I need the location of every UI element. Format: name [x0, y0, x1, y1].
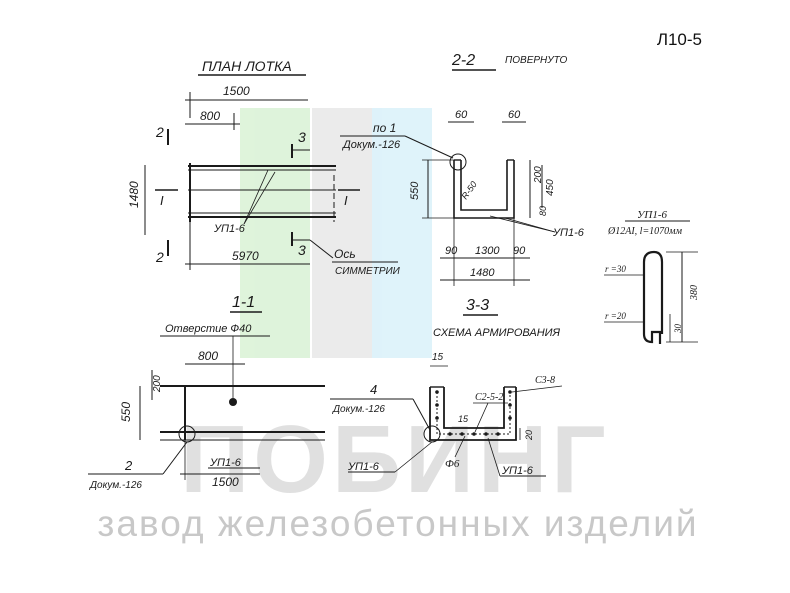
s11-callout-doc: Докум.-126 — [89, 480, 142, 491]
detail-up: УП1-6 Ø12АI, l=1070мм r =30 r =20 380 30 — [604, 209, 700, 344]
detail-up-r30: r =30 — [605, 264, 626, 274]
s22-dim-1300: 1300 — [475, 245, 500, 257]
s22-dim-450: 450 — [545, 179, 556, 196]
watermark-brand: ПОБИНГ — [180, 406, 609, 513]
section-1-1-title: 1-1 — [232, 294, 255, 311]
s22-dim-60-right: 60 — [508, 109, 521, 121]
s33-label-f6: Ф6 — [445, 458, 460, 470]
s22-dim-550: 550 — [409, 181, 421, 200]
sheet-code: Л10-5 — [656, 30, 702, 49]
plan-axis-label-1: Ось — [334, 247, 356, 261]
section-2-2: 2-2 ПОВЕРНУТО 60 60 R-50 550 200 450 — [409, 52, 585, 286]
s33-dim-20: 20 — [524, 430, 534, 441]
plan-dim-5970: 5970 — [232, 249, 259, 263]
s11-dim-800: 800 — [198, 349, 218, 363]
s11-label-up: УП1-6 — [209, 457, 242, 469]
section-3-3: 3-3 СХЕМА АРМИРОВАНИЯ 15 15 — [330, 297, 563, 477]
s22-dim-80: 80 — [538, 206, 548, 216]
s33-mark-c352: С2-5-2 — [475, 392, 503, 403]
plan-cut-3-bottom: 3 — [298, 242, 306, 258]
s22-dim-90-right: 90 — [513, 245, 526, 257]
s22-dim-200: 200 — [533, 166, 544, 184]
s33-dim-15-top: 15 — [432, 352, 444, 363]
detail-up-dim-380: 380 — [689, 285, 700, 301]
callout-po1: по 1 — [373, 121, 396, 135]
s33-dim-15-mid: 15 — [458, 414, 469, 424]
detail-up-spec: Ø12АI, l=1070мм — [607, 226, 683, 237]
plan-cut-i-left: I — [160, 193, 164, 208]
plan-dim-1500: 1500 — [223, 84, 250, 98]
section-3-3-subtitle: СХЕМА АРМИРОВАНИЯ — [433, 327, 561, 339]
plan-label-up: УП1-6 — [213, 223, 246, 235]
watermark-tagline: завод железобетонных изделий — [97, 503, 699, 544]
callout-po1-doc: Докум.-126 — [341, 139, 401, 151]
s11-dim-550: 550 — [119, 402, 133, 422]
s11-hole-label: Отверстие Ф40 — [165, 323, 252, 335]
s22-dim-radius: R-50 — [459, 179, 478, 201]
plan-cut-3-top: 3 — [298, 129, 306, 145]
s11-dim-1500: 1500 — [212, 475, 239, 489]
plan-dim-800: 800 — [200, 109, 220, 123]
detail-up-title: УП1-6 — [637, 209, 668, 221]
s11-callout-num: 2 — [124, 458, 133, 473]
s33-label-up-left: УП1-6 — [347, 461, 380, 473]
section-2-2-subtitle: ПОВЕРНУТО — [505, 55, 568, 66]
s33-callout-doc: Докум.-126 — [332, 404, 385, 415]
plan-cut-2-bottom: 2 — [155, 249, 164, 265]
detail-up-dim-30: 30 — [673, 324, 683, 335]
plan-dim-1480: 1480 — [127, 181, 141, 208]
section-2-2-title: 2-2 — [451, 52, 475, 69]
s22-dim-90-left: 90 — [445, 245, 458, 257]
s33-callout-num: 4 — [370, 382, 377, 397]
s22-dim-1480: 1480 — [470, 267, 495, 279]
s33-label-up-right: УП1-6 — [501, 465, 534, 477]
s33-mark-c38: С3-8 — [535, 375, 555, 386]
plan-title: ПЛАН ЛОТКА — [202, 58, 292, 74]
plan-cut-2-top: 2 — [155, 124, 164, 140]
s11-dim-200: 200 — [152, 375, 163, 393]
plan-axis-label-2: СИММЕТРИИ — [335, 266, 401, 277]
plan-cut-i-right: I — [344, 193, 348, 208]
detail-up-r20: r =20 — [605, 311, 626, 321]
section-3-3-title: 3-3 — [466, 297, 489, 314]
s22-dim-60-left: 60 — [455, 109, 468, 121]
s22-label-up: УП1-6 — [552, 227, 585, 239]
watermark-logo — [240, 108, 432, 358]
plan-view: ПЛАН ЛОТКА 1500 800 2 2 1480 I I — [127, 58, 454, 277]
section-1-1: 1-1 Отверстие Ф40 800 200 550 1500 — [88, 294, 325, 491]
